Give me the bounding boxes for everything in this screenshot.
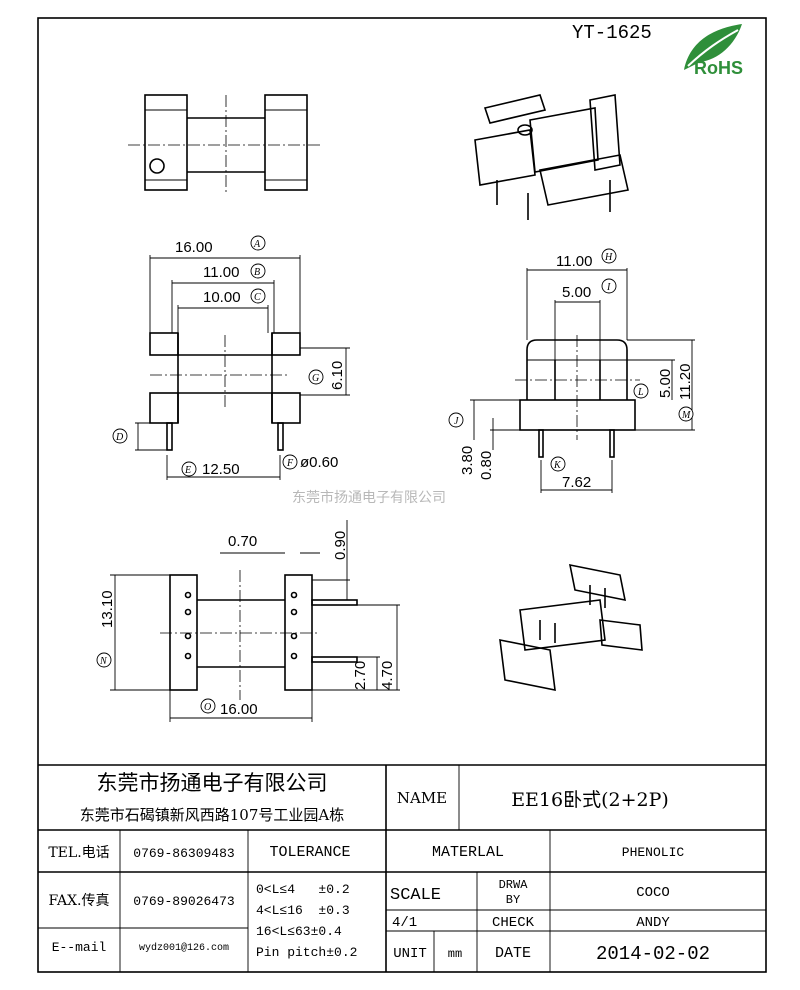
- scale-value: 4/1: [392, 915, 417, 931]
- rohs-logo: RoHS: [684, 24, 743, 78]
- tolerance-row-1: 0<L≤4 ±0.2: [256, 882, 350, 897]
- dim-k: 7.62: [562, 474, 591, 491]
- label-text: I: [606, 282, 611, 293]
- company-name: 东莞市扬通电子有限公司: [97, 771, 328, 795]
- scale-label: SCALE: [390, 886, 441, 905]
- check-value: ANDY: [636, 915, 670, 931]
- unit-value: mm: [448, 947, 462, 961]
- date-value: 2014-02-02: [596, 943, 710, 965]
- drawing-border: [37, 17, 767, 973]
- front-view: 16.00 11.00 10.00 6.10 12.50 ø0.60: [135, 239, 350, 480]
- isometric-view-top: [474, 94, 629, 220]
- label-text: O: [204, 702, 211, 713]
- dim-side1: 2.70: [352, 661, 369, 690]
- material-value: PHENOLIC: [622, 845, 685, 860]
- email-value: wydz001@126.com: [139, 942, 229, 954]
- drawn-label-2: BY: [506, 893, 520, 907]
- top-view: [128, 94, 320, 195]
- email-label: E--mail: [52, 940, 107, 955]
- tolerance-row-2: 4<L≤16 ±0.3: [256, 903, 350, 918]
- label-text: N: [99, 656, 108, 667]
- tolerance-label: TOLERANCE: [269, 844, 350, 861]
- drawn-label-1: DRWA: [499, 878, 529, 892]
- label-text: D: [115, 432, 124, 443]
- dim-top1: 0.70: [228, 533, 257, 550]
- fax-label: FAX.传真: [48, 893, 109, 909]
- dim-m: 11.20: [677, 364, 694, 400]
- label-text: C: [254, 292, 261, 303]
- side-view: 11.00 5.00 5.00 11.20 3.80 0.80 7.62: [459, 253, 695, 493]
- tolerance-row-4: Pin pitch±0.2: [256, 945, 357, 960]
- tolerance-row-3: 16<L≤63±0.4: [256, 924, 342, 939]
- dim-top2: 0.90: [332, 531, 349, 560]
- tel-label: TEL.电话: [48, 845, 109, 861]
- dim-j2: 0.80: [478, 451, 495, 480]
- fax-value: 0769-89026473: [133, 894, 234, 909]
- label-text: E: [184, 465, 191, 476]
- bottom-view: 13.10 16.00 0.70 0.90 2.70 4.70: [99, 520, 400, 722]
- date-label: DATE: [495, 945, 531, 962]
- dim-e: 12.50: [202, 461, 240, 478]
- label-text: M: [681, 410, 691, 421]
- name-label: NAME: [397, 789, 447, 807]
- label-text: B: [254, 267, 260, 278]
- dim-c: 10.00: [203, 289, 241, 306]
- label-text: L: [637, 387, 644, 398]
- company-address: 东莞市石碣镇新风西路107号工业园A栋: [80, 806, 344, 824]
- label-text: G: [312, 373, 319, 384]
- rohs-text: RoHS: [694, 58, 743, 78]
- dim-f: ø0.60: [300, 454, 338, 471]
- dim-a: 16.00: [175, 239, 213, 256]
- dim-b: 11.00: [203, 264, 239, 281]
- part-number: YT-1625: [572, 22, 652, 44]
- dim-o: 16.00: [220, 701, 258, 718]
- dimension-labels: A B C D E F G H I J K L M N O: [96, 235, 694, 714]
- label-text: F: [286, 458, 294, 469]
- tel-value: 0769-86309483: [133, 846, 234, 861]
- dim-l: 5.00: [657, 369, 674, 398]
- dim-i: 5.00: [562, 284, 591, 301]
- label-text: H: [604, 252, 613, 263]
- dim-side2: 4.70: [379, 661, 396, 690]
- dim-h: 11.00: [556, 253, 592, 270]
- label-text: J: [454, 416, 459, 427]
- check-label: CHECK: [492, 915, 535, 931]
- material-label: MATERLAL: [432, 844, 504, 861]
- label-text: A: [253, 239, 261, 250]
- watermark: 东莞市扬通电子有限公司: [292, 489, 446, 506]
- drawn-value: COCO: [636, 885, 670, 901]
- title-block: 东莞市扬通电子有限公司 东莞市石碣镇新风西路107号工业园A栋 NAME EE1…: [38, 764, 766, 972]
- isometric-view-bottom: [499, 563, 643, 692]
- name-value: EE16卧式(2+2P): [511, 789, 669, 811]
- unit-label: UNIT: [393, 946, 427, 962]
- dim-j: 3.80: [459, 446, 476, 475]
- dim-n: 13.10: [99, 590, 116, 628]
- dim-g: 6.10: [329, 361, 346, 390]
- label-text: K: [553, 460, 562, 471]
